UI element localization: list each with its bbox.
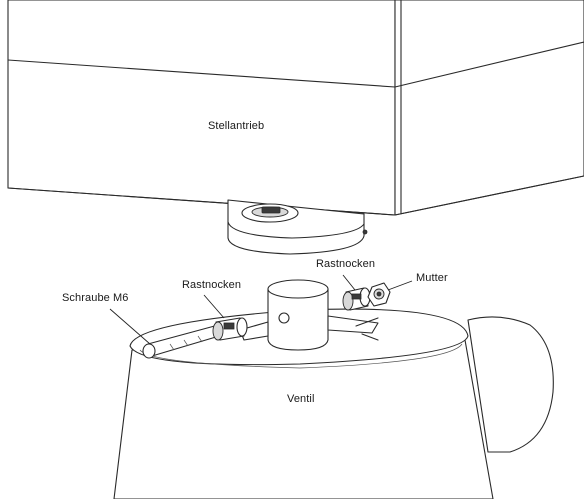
label-actuator: Stellantrieb	[208, 120, 265, 132]
detent-cam-left	[212, 317, 248, 341]
valve-stem	[239, 279, 379, 351]
valve-body	[113, 308, 554, 499]
label-screw-m6: Schraube M6	[62, 292, 129, 304]
label-valve: Ventil	[287, 393, 315, 405]
leader-lines	[109, 274, 413, 345]
actuator-housing	[7, 0, 584, 216]
label-detent-cam-right: Rastnocken	[316, 258, 376, 270]
label-detent-cam-left: Rastnocken	[182, 279, 242, 291]
actuator-coupling	[227, 199, 368, 255]
detent-cam-right	[342, 287, 371, 311]
nut	[367, 282, 391, 307]
label-nut: Mutter	[416, 272, 448, 284]
